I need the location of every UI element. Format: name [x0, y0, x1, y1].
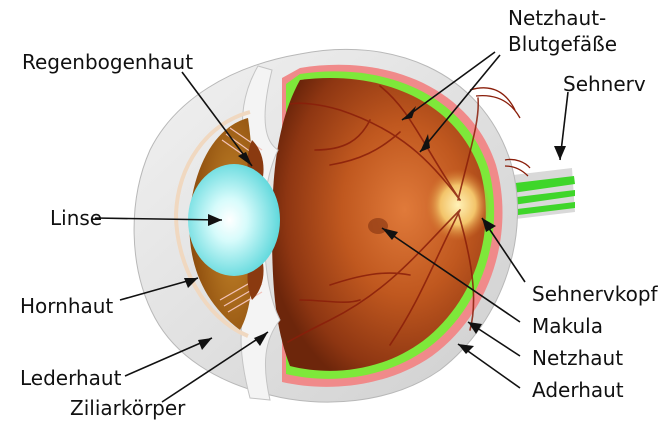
label-aderhaut: Aderhaut: [532, 378, 624, 402]
label-netzhaut: Netzhaut: [532, 346, 623, 370]
label-linse: Linse: [50, 206, 102, 230]
optic-disc: [426, 169, 490, 241]
label-makula: Makula: [532, 314, 603, 338]
label-sehnervkopf: Sehnervkopf: [532, 282, 658, 306]
label-regenbogenhaut: Regenbogenhaut: [22, 50, 193, 74]
label-netzhaut-blutgefaesse-line1: Netzhaut-: [508, 6, 606, 30]
label-lederhaut: Lederhaut: [20, 366, 121, 390]
label-ziliarkoerper: Ziliarkörper: [70, 396, 185, 420]
macula: [368, 218, 388, 234]
label-hornhaut: Hornhaut: [20, 294, 113, 318]
label-sehnerv: Sehnerv: [563, 72, 646, 96]
label-netzhaut-blutgefaesse-line2: Blutgefäße: [508, 32, 617, 56]
